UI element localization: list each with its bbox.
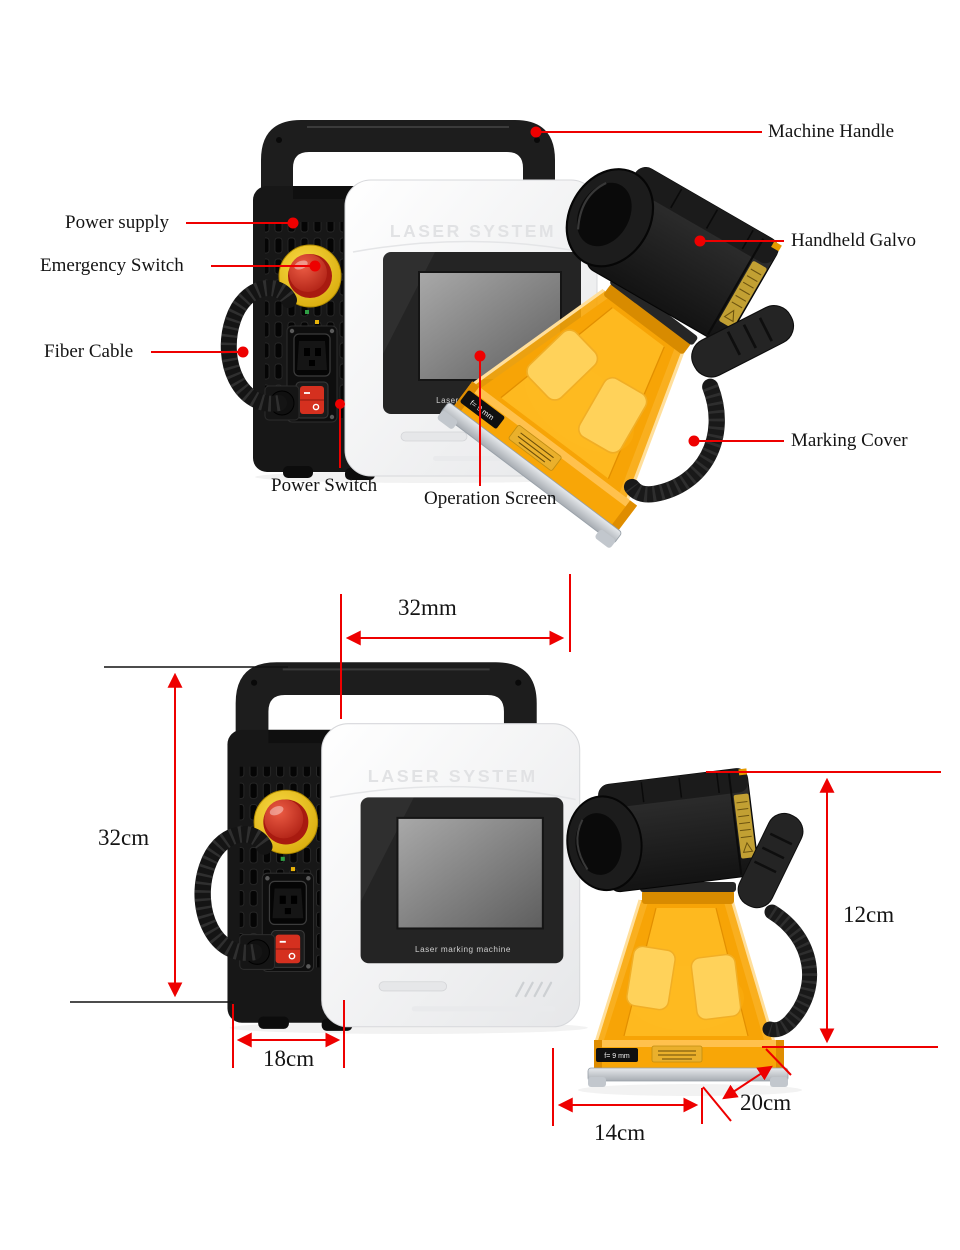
brand-text: LASER SYSTEM: [368, 766, 538, 786]
galvo-cable: [762, 904, 818, 1038]
cover-window: [526, 329, 599, 401]
dimension-cover-width-label: 14cm: [594, 1120, 646, 1145]
warning-sticker: [508, 425, 562, 471]
dimension-machine-height-label: 32cm: [98, 825, 150, 850]
machine-handle-shape: [235, 662, 537, 747]
dimension-machine-depth-label: 18cm: [263, 1046, 315, 1071]
panel-seam: [329, 785, 576, 801]
galvo-cable-ribs: [625, 383, 725, 503]
marking-cover-shape: f= 9 mm: [587, 882, 789, 1087]
machine-foot: [283, 466, 313, 478]
callout-power-supply-label: Power supply: [65, 212, 169, 233]
galvo-warning-label: [719, 261, 767, 328]
machine-illustration: LASER SYSTEM Laser marking machine: [194, 662, 588, 1034]
galvo-grip: [691, 305, 795, 378]
operation-screen-display: [396, 816, 544, 930]
cable-ribs: [220, 280, 297, 412]
emergency-stop-button: [278, 244, 342, 308]
callout-machine-handle-label: Machine Handle: [768, 121, 895, 142]
brand-text: LASER SYSTEM: [390, 221, 556, 241]
dimension-handle-width-label: 32mm: [398, 595, 457, 620]
dimension-cover-depth-label: 20cm: [740, 1090, 792, 1115]
panel-vent-marks: [515, 981, 553, 998]
power-switch-rocker: [270, 930, 305, 968]
warning-sticker: [651, 1045, 703, 1063]
handle-screw: [251, 679, 258, 686]
machine-photo-bottom: LASER SYSTEM Laser marking machine: [194, 662, 588, 1034]
handle-screw: [276, 137, 282, 143]
cover-base-frame: [441, 402, 622, 543]
galvo-warning-label: [733, 793, 757, 859]
cover-window: [577, 376, 648, 454]
lens-label-text: f= 9 mm: [604, 1053, 630, 1060]
fiber-entry-chip: [771, 241, 782, 252]
galvo-illustration: f= 9 mm: [566, 768, 818, 1096]
galvo-cable-ribs: [767, 905, 818, 1038]
callout-fiber-cable-label: Fiber Cable: [44, 341, 134, 362]
callout-operation-screen-label: Operation Screen: [424, 488, 557, 509]
panel-groove: [411, 1006, 556, 1012]
lens-label-chip: [596, 1048, 638, 1062]
galvo-illustration: f= 9 mm: [437, 167, 795, 548]
handle-screw: [515, 679, 522, 686]
fiber-cable-assembly: [220, 280, 300, 421]
cover-window: [626, 945, 676, 1011]
emergency-stop-button: [253, 789, 319, 855]
handle-screw: [534, 137, 540, 143]
callout-marking-cover-label: Marking Cover: [791, 430, 908, 451]
power-switch-rocker: [295, 381, 329, 419]
lens-label-chip: [460, 390, 505, 429]
fiber-entry-chip: [738, 768, 748, 776]
machine-foot: [258, 1016, 289, 1029]
galvo-photo-bottom: f= 9 mm: [566, 768, 818, 1096]
dimension-galvo-height-label: 12cm: [843, 902, 895, 927]
cover-foot: [595, 529, 616, 548]
panel-seam: [352, 240, 594, 255]
fiber-cable-assembly: [194, 826, 276, 970]
callout-emergency-switch-label: Emergency Switch: [40, 255, 184, 276]
cover-foot: [770, 1077, 788, 1087]
galvo-cable: [623, 378, 725, 503]
cover-window: [690, 953, 742, 1021]
panel-slot: [400, 431, 468, 442]
power-inlet-cluster: [261, 872, 315, 972]
cover-base-frame: [587, 1067, 789, 1082]
screen-caption: Laser marking machine: [415, 945, 511, 954]
galvo-photo-top: f= 9 mm: [437, 167, 795, 548]
callout-handheld-galvo-label: Handheld Galvo: [791, 230, 917, 251]
cover-foot: [437, 410, 458, 429]
callout-power-switch-label: Power Switch: [271, 475, 378, 496]
galvo-grip: [737, 812, 804, 909]
marking-cover-shape: f= 9 mm: [437, 275, 698, 548]
galvo-head: [565, 167, 795, 378]
cable-ribs: [194, 826, 272, 961]
galvo-head: [566, 768, 804, 909]
panel-slot: [378, 981, 448, 992]
cover-foot: [588, 1077, 606, 1087]
machine-handle-shape: [261, 120, 555, 202]
